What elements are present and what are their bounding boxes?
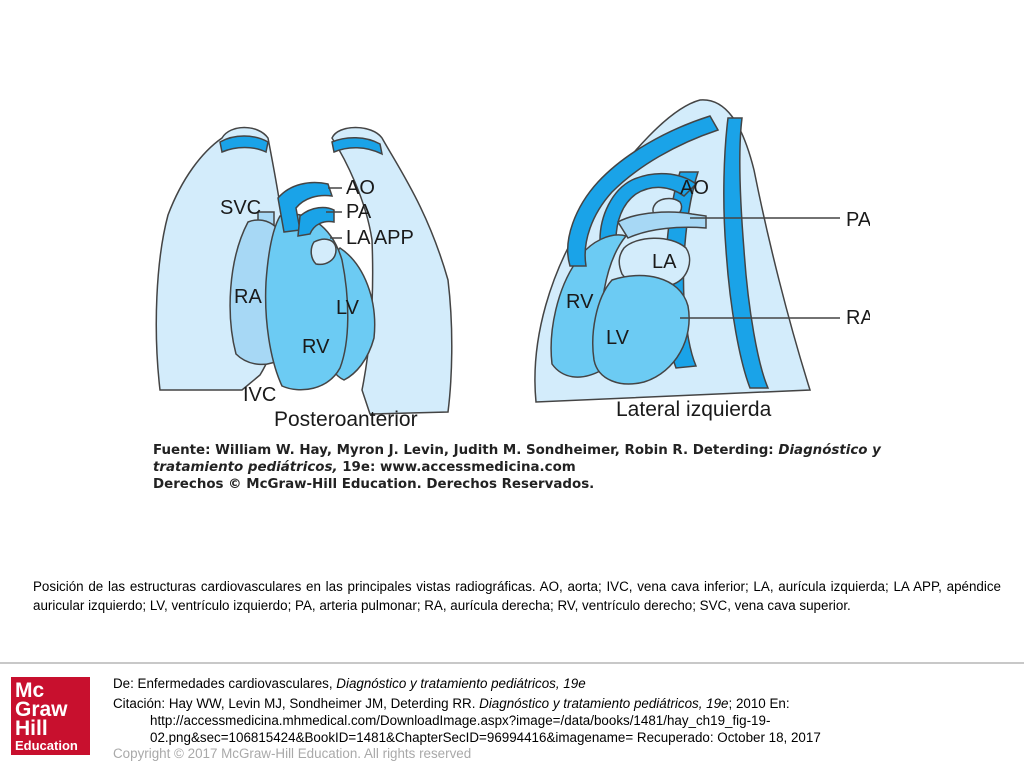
source-book-title-part2: tratamiento pediátricos, [153,460,338,475]
citation-line: Citación: Hay WW, Levin MJ, Sondheimer J… [113,696,790,711]
citation-separator: . [471,696,480,711]
trachea-lateral [723,117,770,389]
figure-source-line-1: Fuente: William W. Hay, Myron J. Levin, … [153,443,881,458]
logo-line-3: Hill [15,717,48,740]
aorta-lateral [599,172,698,241]
lateral-view [534,99,840,403]
cardiac-views-diagram: SVC AO PA LA APP RA LV RV IVC Posteroant… [155,99,874,431]
label-ivc: IVC [243,384,276,406]
citation-url-line-2: 02.png&sec=106815424&BookID=1481&Chapter… [150,730,821,745]
logo-line-1: Mc [15,679,45,702]
copyright-notice: Copyright © 2017 McGraw-Hill Education. … [113,746,472,761]
figure-source-line-3: Derechos © McGraw-Hill Education. Derech… [153,477,595,492]
source-chapter-line: De: Enfermedades cardiovasculares, Diagn… [113,676,586,691]
label-lv-lateral: LV [606,327,630,349]
footer-divider [0,662,1024,664]
label-la-lateral: LA [652,251,677,273]
figure-caption: Posición de las estructuras cardiovascul… [33,579,1001,613]
aorta-arch [277,181,334,233]
trachea-band-right [219,135,269,154]
label-ao-lateral: AO [680,177,709,199]
label-ra: RA [234,286,262,308]
label-ra-lateral: RA [846,307,870,329]
label-svc: SVC [220,197,261,219]
source-edition: 19e: www.accessmedicina.com [337,460,576,475]
frontal-labels: SVC AO PA LA APP RA LV RV IVC Posteroant… [220,177,418,431]
frontal-pointer-lines [326,187,342,239]
frontal-view [155,126,453,415]
label-rv-lateral: RV [566,291,594,313]
source-prefix: Fuente: William W. Hay, Myron J. Levin, … [153,443,779,458]
label-pa: PA [346,201,372,223]
ascending-vessel [566,115,720,267]
source-book-title-part1: Diagnóstico y [778,443,881,458]
mcgraw-hill-logo: Mc Graw Hill Education [11,677,90,755]
la-appendage [310,238,337,266]
citation-authors: Citación: Hay WW, Levin MJ, Sondheimer J… [113,696,472,711]
label-la-app: LA APP [346,227,414,249]
left-atrium-lateral [618,237,691,288]
label-rv: RV [302,336,330,358]
logo-line-4: Education [15,738,78,753]
label-lv: LV [336,297,360,319]
label-pa-lateral: PA [846,209,870,231]
pa-lateral [616,211,707,239]
view-title-lateral: Lateral izquierda [616,398,772,421]
label-ao: AO [346,177,375,199]
view-title-posteroanterior: Posteroanterior [274,408,418,431]
citation-book-title: Diagnóstico y tratamiento pediátricos, 1… [479,696,729,711]
logo-line-2: Graw [15,698,68,721]
citation-url-line-1: http://accessmedicina.mhmedical.com/Down… [150,713,771,728]
trachea-band-left [331,137,384,156]
radiograph-figure: SVC AO PA LA APP RA LV RV IVC Posteroant… [150,90,874,495]
de-prefix: De: Enfermedades cardiovasculares, [113,676,337,691]
pulmonary-artery [297,206,335,237]
de-book-title: Diagnóstico y tratamiento pediátricos, 1… [336,676,586,691]
lateral-labels: AO PA LA RV LV RA Lateral izquierda [566,177,874,421]
left-ventricle-lateral [592,274,690,385]
citation-year: ; 2010 En: [728,696,790,711]
left-lung [331,126,453,415]
figure-source-line-2: tratamiento pediátricos, 19e: www.access… [153,460,576,475]
